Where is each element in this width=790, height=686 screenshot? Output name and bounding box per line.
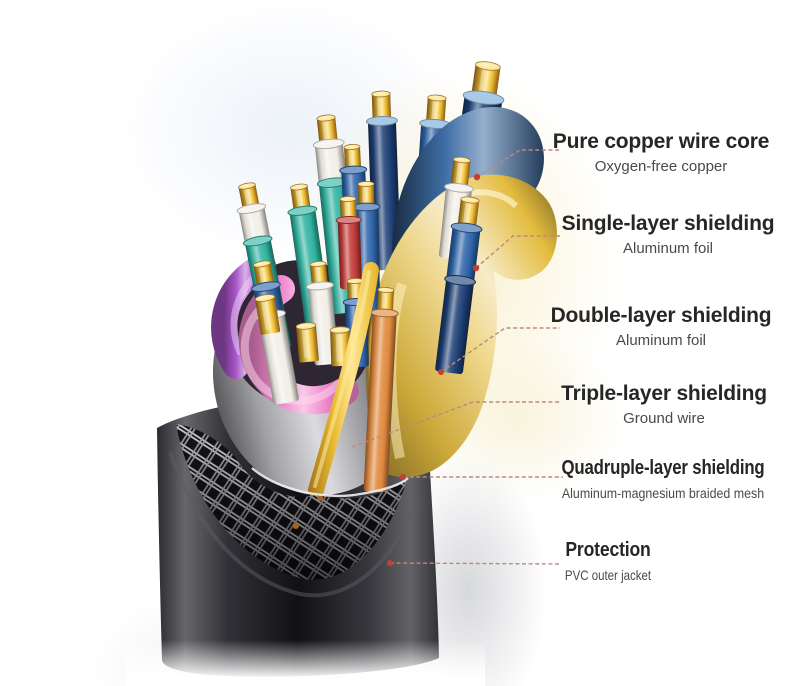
copper-fleck — [317, 495, 323, 501]
label-title: Double-layer shielding — [550, 304, 772, 327]
label-subtitle: Aluminum foil — [622, 240, 714, 257]
label-subtitle: Aluminum-magnesium braided mesh — [561, 486, 765, 501]
label-pure-copper-wire-core: Pure copper wire core Oxygen-free copper — [511, 129, 790, 176]
ground-wire-highlight — [313, 270, 371, 488]
anchor-dot — [472, 264, 480, 272]
braided-mesh-layer — [176, 424, 407, 580]
bottom-fade — [125, 640, 485, 686]
pink-foil-highlight — [240, 296, 342, 405]
label-subtitle: Oxygen-free copper — [594, 158, 728, 175]
label-quadruple-layer-shielding: Quadruple-layer shielding Aluminum-magne… — [513, 456, 790, 503]
anchor-dot — [438, 369, 444, 375]
label-subtitle: Ground wire — [623, 410, 705, 427]
label-subtitle: PVC outer jacket — [564, 567, 652, 583]
copper-wire — [335, 196, 363, 290]
label-protection: Protection PVC outer jacket — [458, 538, 758, 585]
shield-rim-highlight — [251, 467, 409, 498]
copper-wire — [254, 294, 281, 335]
copper-wires-front — [236, 114, 483, 493]
jacket-front-rim — [168, 451, 418, 598]
label-title: Triple-layer shielding — [561, 382, 767, 405]
purple-foil-layer — [211, 253, 276, 379]
anchor-dot — [387, 560, 393, 566]
label-title: Quadruple-layer shielding — [561, 457, 765, 479]
anchor-dot — [400, 474, 406, 480]
label-title: Protection — [565, 539, 651, 561]
leader-double-layer — [440, 327, 560, 373]
purple-foil-highlight — [230, 269, 263, 356]
copper-wire — [363, 287, 399, 493]
copper-fleck — [293, 523, 299, 529]
label-title: Pure copper wire core — [552, 130, 770, 153]
leader-anchor-dots — [387, 173, 481, 566]
leader-protection — [389, 562, 561, 565]
mesh-shading — [176, 424, 407, 580]
copper-wire — [295, 322, 319, 363]
leader-single-layer — [475, 235, 560, 269]
label-subtitle: Aluminum foil — [615, 332, 707, 349]
label-triple-layer-shielding: Triple-layer shielding Ground wire — [514, 381, 790, 428]
leader-pure-copper — [476, 149, 560, 178]
label-single-layer-shielding: Single-layer shielding Aluminum foil — [518, 211, 790, 258]
leader-triple-layer — [351, 401, 560, 448]
copper-wire — [435, 196, 483, 375]
ground-wire — [308, 262, 379, 498]
anchor-dot — [473, 173, 481, 181]
label-title: Single-layer shielding — [561, 212, 775, 235]
label-double-layer-shielding: Double-layer shielding Aluminum foil — [511, 303, 790, 350]
leader-lines — [351, 149, 563, 565]
